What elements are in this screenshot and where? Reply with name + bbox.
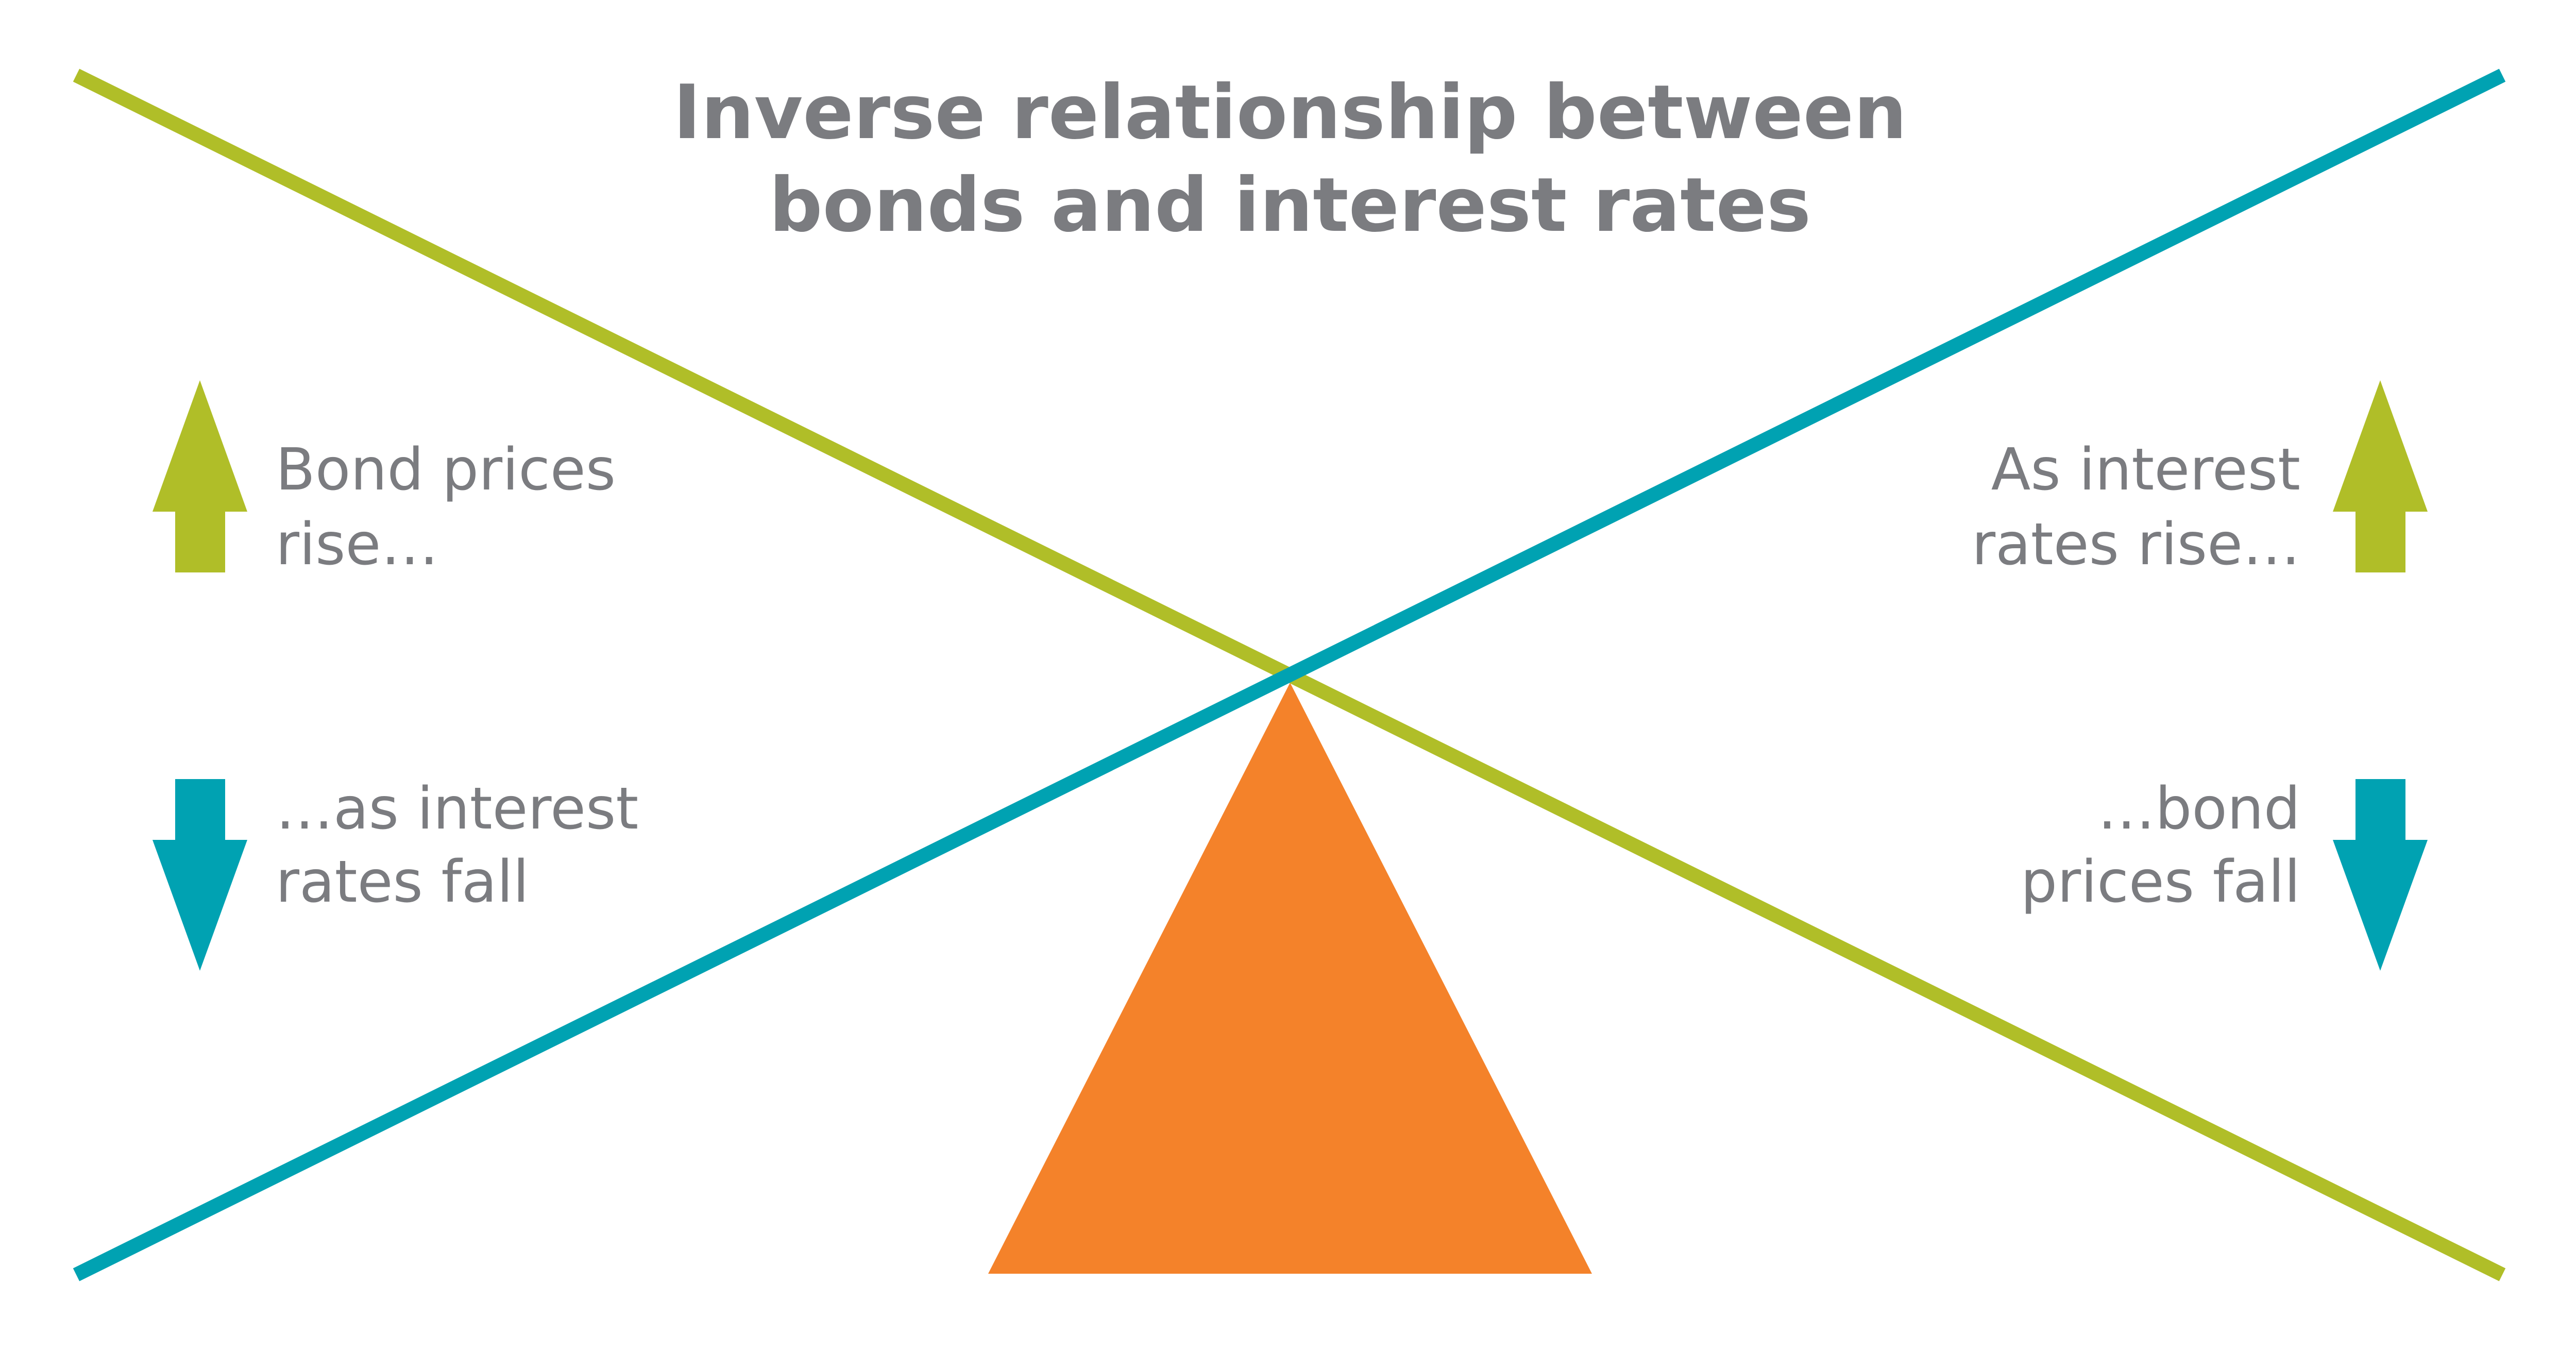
right-bottom-label-line-1: …bond xyxy=(2097,775,2300,842)
right-top-label-line-1: As interest xyxy=(1991,436,2300,503)
diagram-title-line-2: bonds and interest rates xyxy=(769,162,1811,249)
right-bottom-label-line-2: prices fall xyxy=(2021,849,2300,916)
arrow-down-icon xyxy=(2333,779,2428,971)
interest-rate-line xyxy=(73,69,2506,1281)
left-top-label-line-2: rise… xyxy=(276,511,438,578)
arrow-up-icon xyxy=(2333,380,2428,572)
left-bottom-label-line-2: rates fall xyxy=(276,849,529,916)
right-top-label-line-2: rates rise… xyxy=(1972,511,2300,578)
diagram-title-line-1: Inverse relationship between xyxy=(673,69,1907,156)
arrow-down-icon xyxy=(152,779,247,971)
arrow-up-icon xyxy=(152,380,247,572)
left-bottom-label-line-1: …as interest xyxy=(276,775,638,842)
fulcrum-triangle xyxy=(988,683,1592,1274)
left-top-label-line-1: Bond prices xyxy=(276,436,616,503)
